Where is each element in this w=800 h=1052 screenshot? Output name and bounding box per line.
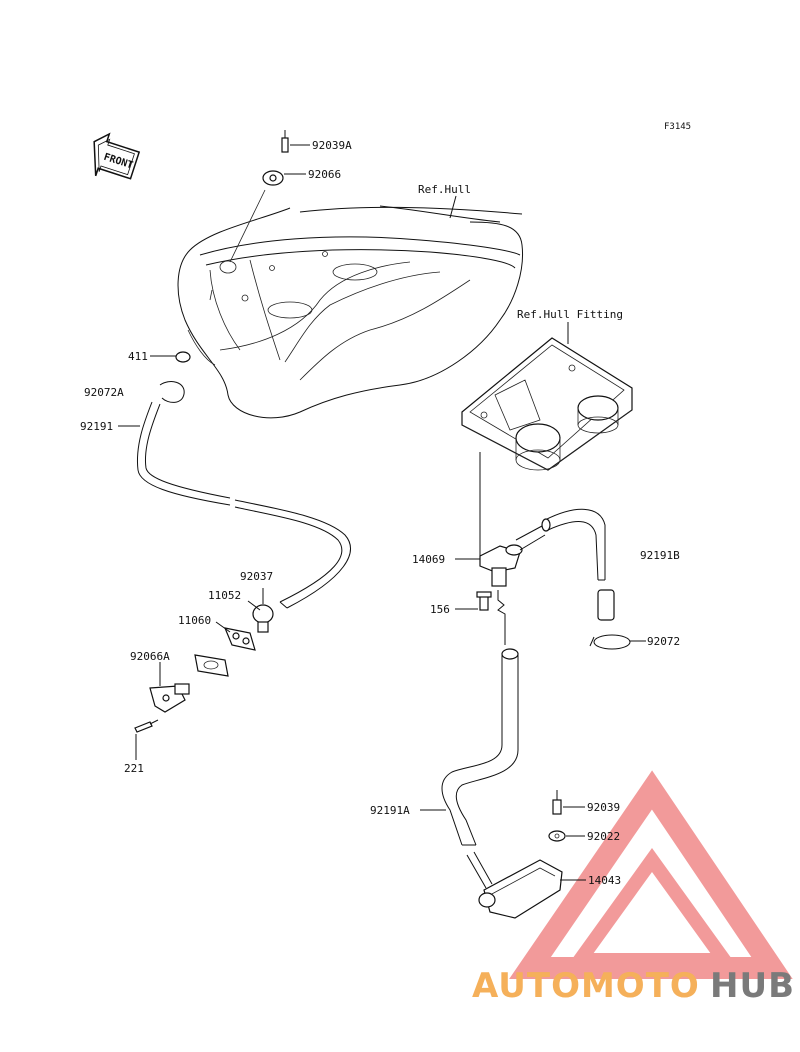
part-92022 [548, 830, 566, 842]
label-14043: 14043 [588, 874, 621, 887]
part-11060 [194, 654, 229, 677]
label-221: 221 [124, 762, 144, 775]
figure-code: F3145 [664, 122, 691, 132]
watermark-text-hub: HUB [710, 966, 795, 1006]
label-92191B: 92191B [640, 549, 680, 562]
watermark-triangle-outer [509, 770, 793, 979]
label-92072: 92072 [647, 635, 680, 648]
label-92191A: 92191A [370, 804, 410, 817]
label-92039: 92039 [587, 801, 620, 814]
part-92066A [149, 683, 190, 713]
label-92037: 92037 [240, 570, 273, 583]
label-11060: 11060 [178, 614, 211, 627]
label-92072A: 92072A [84, 386, 124, 399]
hull-opening-2 [332, 263, 378, 281]
part-92039 [552, 790, 562, 815]
part-92072A [159, 381, 185, 403]
label-92022: 92022 [587, 830, 620, 843]
part-221 [134, 719, 159, 733]
front-arrow-badge: FRONT [93, 132, 141, 180]
part-14043 [478, 859, 563, 919]
label-156: 156 [430, 603, 450, 616]
label-92066: 92066 [308, 168, 341, 181]
part-92039A [281, 130, 289, 153]
part-92066 [262, 170, 284, 186]
part-156 [476, 591, 492, 611]
label-411: 411 [128, 350, 148, 363]
part-92191A-hose [441, 648, 519, 889]
part-11052 [224, 627, 256, 651]
label-92039A: 92039A [312, 139, 352, 152]
label-14069: 14069 [412, 553, 445, 566]
hull-opening-1 [267, 301, 313, 319]
part-411 [175, 351, 191, 363]
label-92191: 92191 [80, 420, 113, 433]
part-14069 [479, 544, 523, 587]
ref-hull-fitting-label: Ref.Hull Fitting [517, 308, 623, 321]
part-92037 [252, 604, 274, 633]
part-92072 [589, 634, 631, 650]
ref-hull-label: Ref.Hull [418, 183, 471, 196]
hull-reference-drawing [177, 205, 524, 419]
watermark-text-brand: AUTOMOTO [472, 966, 700, 1006]
part-92191B-hose [515, 508, 615, 621]
label-11052: 11052 [208, 589, 241, 602]
hull-fitting-reference-drawing [461, 337, 633, 471]
watermark-logo: AUTOMOTO HUB [472, 770, 795, 1006]
part-92191-hose [136, 401, 351, 609]
label-92066A: 92066A [130, 650, 170, 663]
watermark-triangle-inner [566, 848, 738, 967]
